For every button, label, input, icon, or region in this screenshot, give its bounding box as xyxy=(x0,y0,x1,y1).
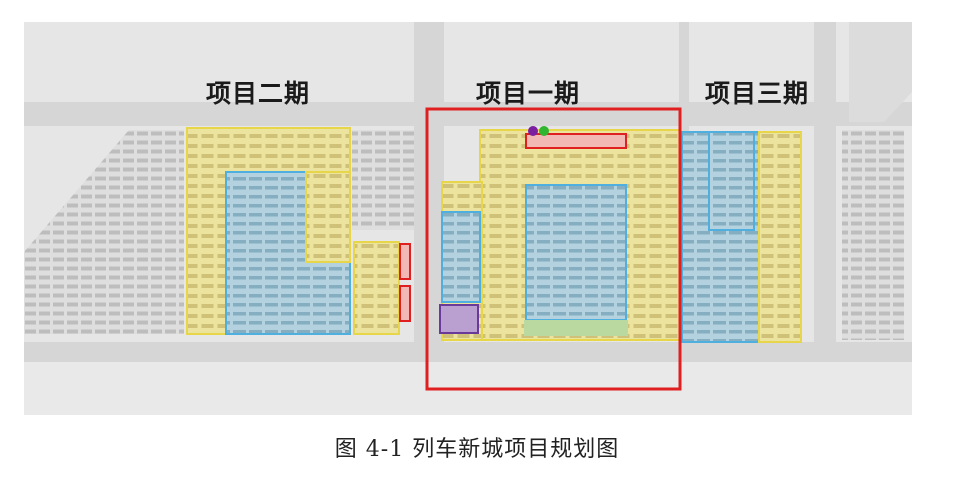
existing-buildings-center xyxy=(352,130,414,230)
phase-one-boundary xyxy=(425,107,682,391)
existing-buildings-east xyxy=(842,130,904,340)
phase-three-zone xyxy=(681,131,802,343)
existing-buildings-west xyxy=(24,130,184,334)
phase-three-label: 项目三期 xyxy=(705,79,810,108)
master-plan-map xyxy=(24,22,912,415)
northeast-block xyxy=(849,22,912,122)
figure-caption: 图 4-1 列车新城项目规划图 xyxy=(334,437,620,462)
road-network xyxy=(24,22,912,415)
phase-one-zone xyxy=(439,126,681,341)
phase-two-zone xyxy=(186,127,411,335)
phase-two-label: 项目二期 xyxy=(206,79,311,108)
marker-purple xyxy=(528,126,538,136)
phase-one-label: 项目一期 xyxy=(476,79,581,108)
marker-green xyxy=(539,126,549,136)
